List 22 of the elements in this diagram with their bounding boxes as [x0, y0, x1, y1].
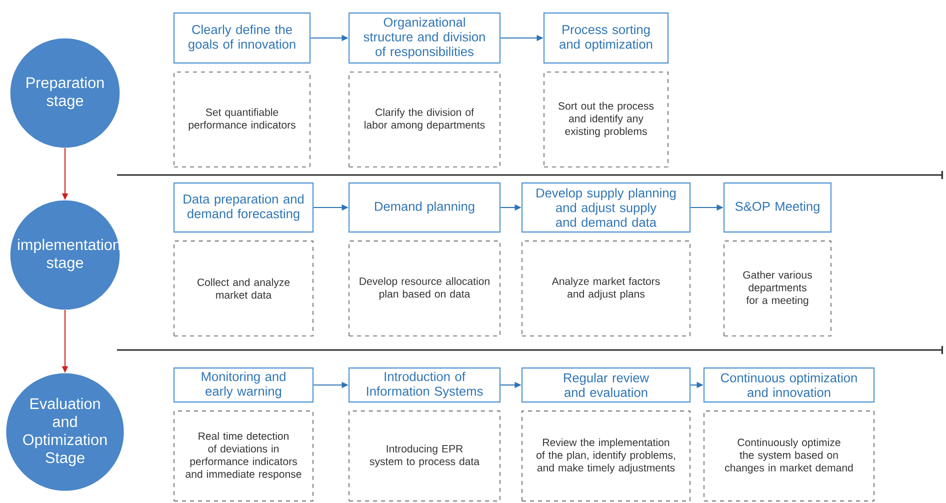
step-box: Demand planning — [348, 182, 501, 233]
description-box: Analyze market factors and adjust plans — [522, 240, 690, 336]
step-box: Develop supply planning and adjust supply and demand data — [521, 182, 691, 233]
step-box: Process sorting and optimization — [543, 12, 669, 64]
step-box: Regular review and evaluation — [521, 367, 691, 403]
description-box: Sort out the process and identify any existing problems — [544, 72, 668, 168]
description-box: Develop resource allocation plan based on data — [348, 240, 500, 336]
description-box: Continuously optimize the system based on changes in market demand — [704, 410, 874, 502]
description-box: Real time detection of deviations in performance indicators and immediate response — [174, 410, 314, 502]
description-box: Review the implementation of the plan, identify problems, and make timely adjustments — [522, 410, 690, 502]
description-box: Collect and analyze market data — [174, 240, 314, 336]
step-box: Continuous optimization and innovation — [703, 367, 875, 403]
description-box: Introducing EPR system to process data — [348, 410, 500, 502]
step-box: Clearly define the goals of innovation — [173, 12, 311, 64]
step-box: Data preparation and demand forecasting — [173, 182, 314, 233]
step-box: Monitoring and early warning — [173, 367, 314, 403]
step-box: S&OP Meeting — [723, 182, 832, 233]
description-box: Gather various departments for a meeting — [724, 240, 832, 336]
step-box: Introduction of Information Systems — [348, 367, 501, 403]
description-box: Set quantifiable performance indicators — [174, 72, 310, 168]
step-box: Organizational structure and division of responsibilities — [348, 12, 501, 64]
description-box: Clarify the division of labor among departments — [348, 72, 500, 168]
